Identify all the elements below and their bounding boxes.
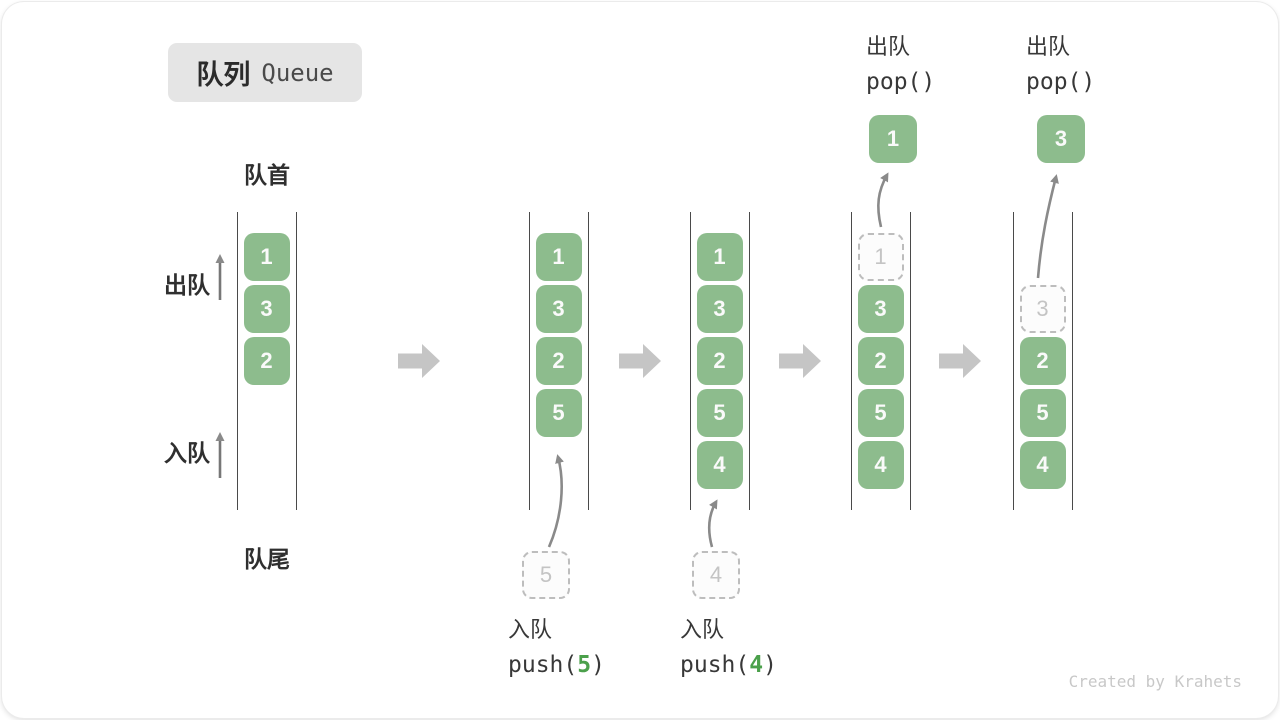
queue-cell: 1	[696, 233, 743, 281]
push-operation-label: 入队 push(4)	[680, 613, 777, 683]
push-op-zh: 入队	[680, 617, 725, 642]
queue-cell: 5	[1019, 389, 1066, 437]
queue-cell: 3	[535, 285, 582, 333]
queue-rear-label: 队尾	[244, 546, 290, 572]
popped-value-box: 1	[869, 115, 917, 163]
queue-cell: 2	[243, 337, 290, 385]
queue-cell: 5	[857, 389, 904, 437]
enqueue-side-label: 入队	[164, 440, 210, 466]
queue-cell: 2	[1019, 337, 1066, 385]
popped-value-box: 3	[1037, 115, 1085, 163]
queue-cell: 1	[535, 233, 582, 281]
title-badge: 队列 Queue	[168, 43, 362, 102]
queue-cell: 2	[857, 337, 904, 385]
push-arg: 5	[577, 652, 592, 678]
queue-cell: 2	[696, 337, 743, 385]
queue-cell: 3	[696, 285, 743, 333]
queue-cell: 5	[535, 389, 582, 437]
push-op-zh: 入队	[508, 617, 553, 642]
title-zh: 队列	[196, 60, 251, 90]
title-en: Queue	[261, 58, 334, 87]
queue-cell-ghost: 3	[1019, 285, 1066, 333]
queue-cell: 1	[243, 233, 290, 281]
watermark: Created by Krahets	[1068, 672, 1242, 691]
push-operation-label: 入队 push(5)	[508, 613, 605, 683]
queue-cell: 4	[857, 441, 904, 489]
queue-cell: 3	[243, 285, 290, 333]
queue-cell: 2	[535, 337, 582, 385]
dequeue-side-label: 出队	[164, 272, 210, 298]
pop-operation-label: 出队 pop()	[1026, 30, 1095, 100]
pop-op-code: pop()	[866, 69, 936, 95]
pop-op-zh: 出队	[1026, 34, 1071, 59]
pop-operation-label: 出队 pop()	[866, 30, 935, 100]
queue-cell: 4	[696, 441, 743, 489]
queue-cell: 5	[696, 389, 743, 437]
enqueue-candidate-box: 5	[522, 551, 570, 599]
queue-cell: 3	[857, 285, 904, 333]
push-arg: 4	[749, 652, 764, 678]
enqueue-candidate-box: 4	[692, 551, 740, 599]
push-op-code: push(5)	[508, 652, 605, 678]
queue-cell-ghost: 1	[857, 233, 904, 281]
push-op-code: push(4)	[680, 652, 777, 678]
pop-op-zh: 出队	[866, 34, 911, 59]
queue-front-label: 队首	[244, 162, 290, 188]
queue-cell: 4	[1019, 441, 1066, 489]
pop-op-code: pop()	[1026, 69, 1096, 95]
